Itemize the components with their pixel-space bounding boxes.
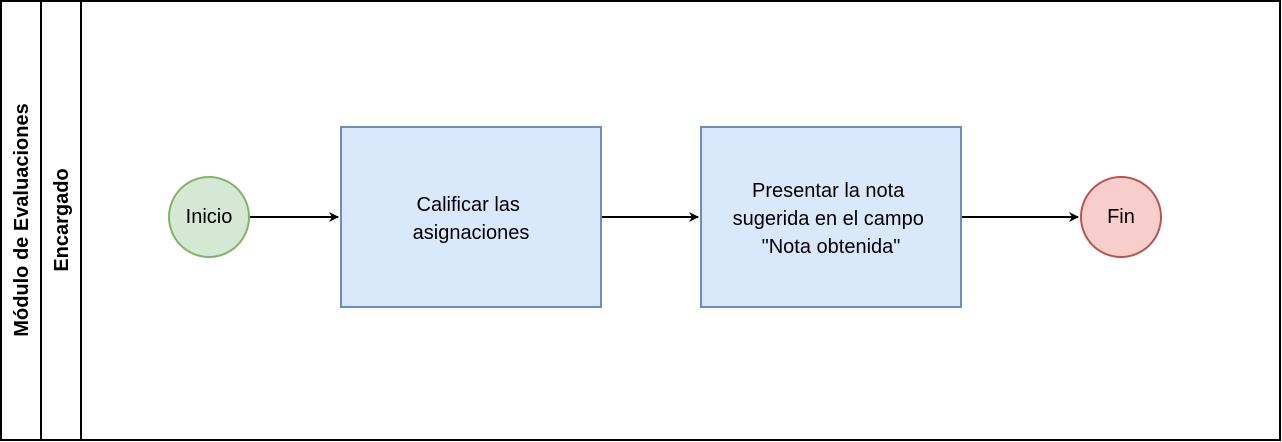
lane-title: Encargado (51, 168, 73, 271)
end-event-label: Fin (1107, 206, 1135, 228)
pool-title: Módulo de Evaluaciones (11, 103, 33, 336)
start-event-label: Inicio (186, 206, 233, 228)
task-calificar: Calificar las asignaciones (340, 126, 602, 308)
task-presentar-nota-line-3: "Nota obtenida" (762, 236, 901, 258)
end-event-circle (1080, 176, 1162, 258)
end-event: Fin (1080, 176, 1162, 258)
task-presentar-nota-box (700, 126, 962, 308)
start-event-circle (168, 176, 250, 258)
task-presentar-nota-line-1: Presentar la nota (752, 180, 905, 202)
task-calificar-line-1: Calificar las (417, 194, 520, 216)
task-presentar-nota-line-2: sugerida en el campo (733, 208, 924, 230)
task-presentar-nota-label: Presentar la nota sugerida en el campo "… (733, 180, 930, 258)
task-calificar-label: Calificar las asignaciones (413, 194, 530, 244)
start-event: Inicio (168, 176, 250, 258)
task-calificar-line-2: asignaciones (413, 222, 530, 244)
task-presentar-nota: Presentar la nota sugerida en el campo "… (700, 126, 962, 308)
task-calificar-box (340, 126, 602, 308)
